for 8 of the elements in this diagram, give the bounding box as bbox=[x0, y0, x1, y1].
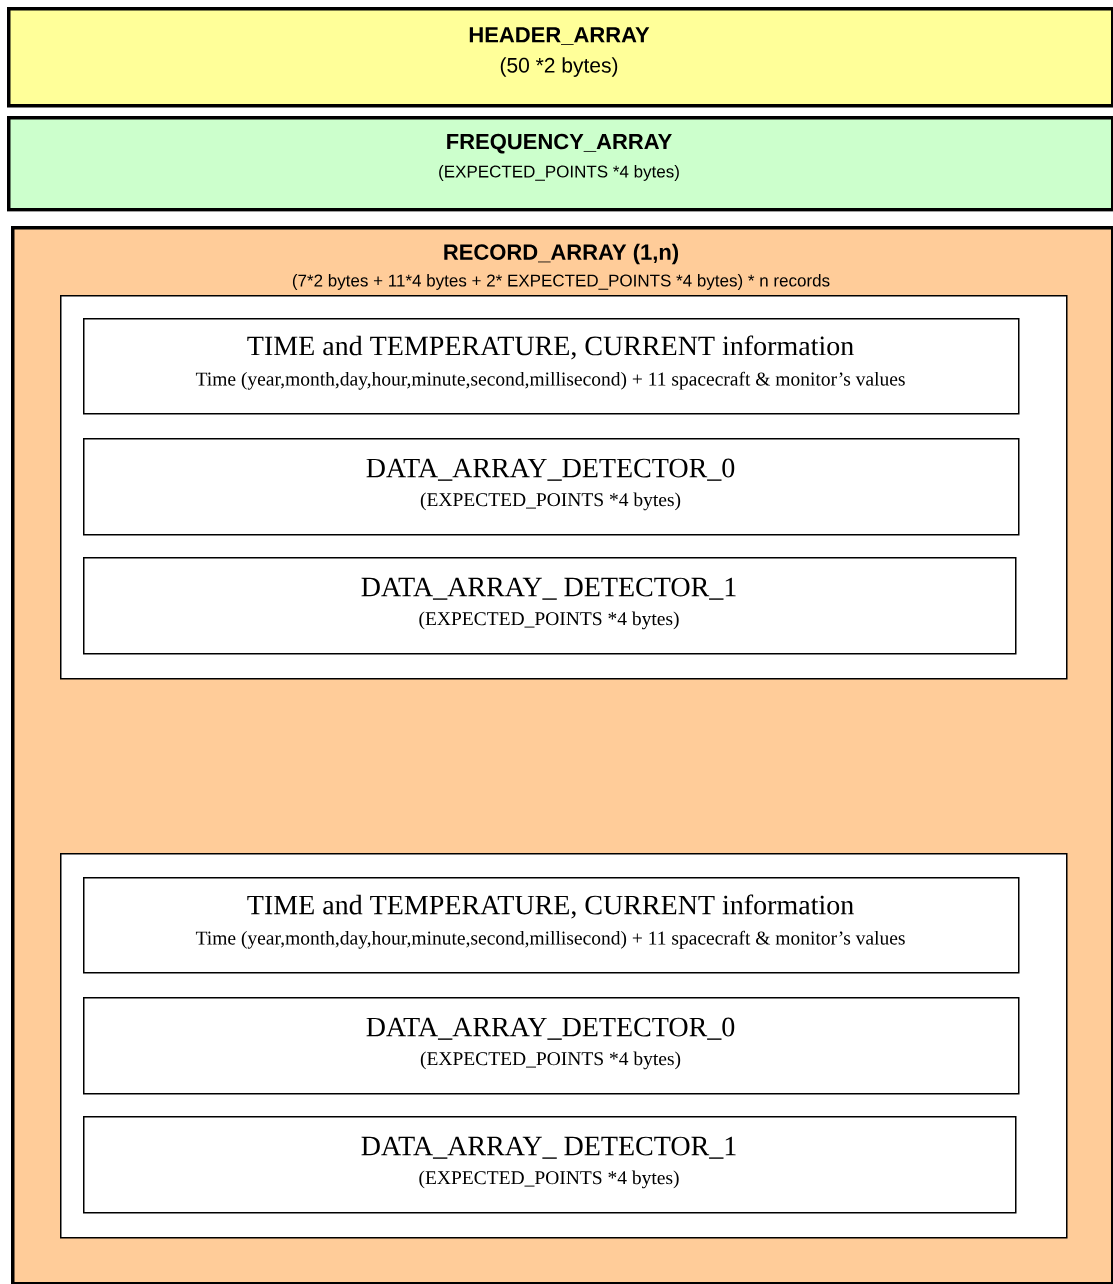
array-box: FREQUENCY_ARRAY (EXPECTED_POINTS *4 bytes) bbox=[7, 116, 1113, 212]
array-box: HEADER_ARRAY (50 *2 bytes) bbox=[7, 7, 1113, 108]
field-box: TIME and TEMPERATURE, CURRENT information Time (year,month,day,hour,minute,second,millisecond) + 11 spacecraft & monitor’s values bbox=[83, 318, 1020, 415]
field-box: TIME and TEMPERATURE, CURRENT information Time (year,month,day,hour,minute,second,millisecond) + 11 spacecraft & monitor’s values bbox=[83, 877, 1020, 974]
field-box: DATA_ARRAY_DETECTOR_0 (EXPECTED_POINTS *4 bytes) bbox=[83, 997, 1020, 1095]
field-box: DATA_ARRAY_ DETECTOR_1 (EXPECTED_POINTS *4 bytes) bbox=[83, 557, 1017, 655]
field-box: DATA_ARRAY_ DETECTOR_1 (EXPECTED_POINTS *4 bytes) bbox=[83, 1116, 1017, 1214]
field-box: DATA_ARRAY_DETECTOR_0 (EXPECTED_POINTS *4 bytes) bbox=[83, 438, 1020, 536]
